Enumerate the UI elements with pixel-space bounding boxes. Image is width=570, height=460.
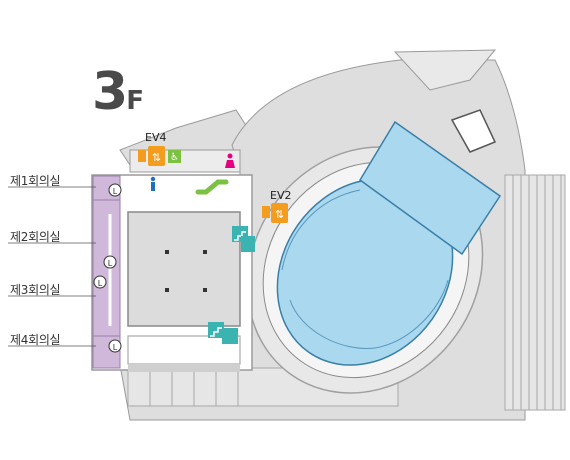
- lift-icon: [108, 183, 122, 197]
- bottom-gray-strip: [128, 364, 240, 372]
- lift-icon: [103, 255, 117, 269]
- lift-marker: L: [98, 279, 103, 288]
- elevator-icon: [271, 203, 288, 223]
- exterior-columns: [504, 174, 566, 411]
- hall-column: [203, 288, 207, 292]
- top-right-room: [450, 109, 497, 153]
- svg-text:⇅: ⇅: [152, 151, 161, 164]
- hall-column: [203, 250, 207, 254]
- room-label-2[interactable]: 제2회의실: [10, 230, 61, 244]
- lift-icon: [93, 275, 107, 289]
- elevator-label-ev2: EV2: [270, 189, 292, 202]
- elevator-label-ev4: EV4: [145, 131, 167, 144]
- meeting-rooms-area: [92, 175, 121, 369]
- svg-text:⇅: ⇅: [275, 208, 284, 221]
- hall-column: [165, 250, 169, 254]
- lift-marker: L: [108, 259, 113, 268]
- room-label-1[interactable]: 제1회의실: [10, 174, 61, 188]
- lower-corridor: [127, 335, 241, 365]
- lift-marker: L: [113, 343, 118, 352]
- arena-upper-stand: [359, 120, 502, 256]
- stairs-icon: [232, 226, 255, 252]
- lift-icon: [108, 339, 122, 353]
- lift-marker: L: [113, 187, 118, 196]
- floor-suffix: F: [126, 86, 144, 116]
- restroom-men-icon: [150, 176, 156, 191]
- central-hall: [127, 211, 241, 327]
- escalator-icon: [195, 179, 229, 195]
- floor-number: 3: [92, 62, 128, 122]
- floor-title: 3F: [92, 62, 144, 122]
- hall-column: [165, 288, 169, 292]
- restroom-women-icon: [225, 153, 235, 168]
- accessible-icon: [168, 150, 181, 163]
- arena-tier-line: [289, 279, 449, 349]
- room-label-4[interactable]: 제4회의실: [10, 333, 61, 347]
- elevator-icon: [148, 146, 165, 166]
- room-leader-lines: [8, 186, 96, 347]
- stairs-icon: [208, 322, 238, 344]
- service-strip: [129, 149, 241, 173]
- room-label-3[interactable]: 제3회의실: [10, 283, 61, 297]
- svg-text:♿: ♿: [170, 152, 179, 163]
- arena-tier-line-2: [281, 189, 361, 271]
